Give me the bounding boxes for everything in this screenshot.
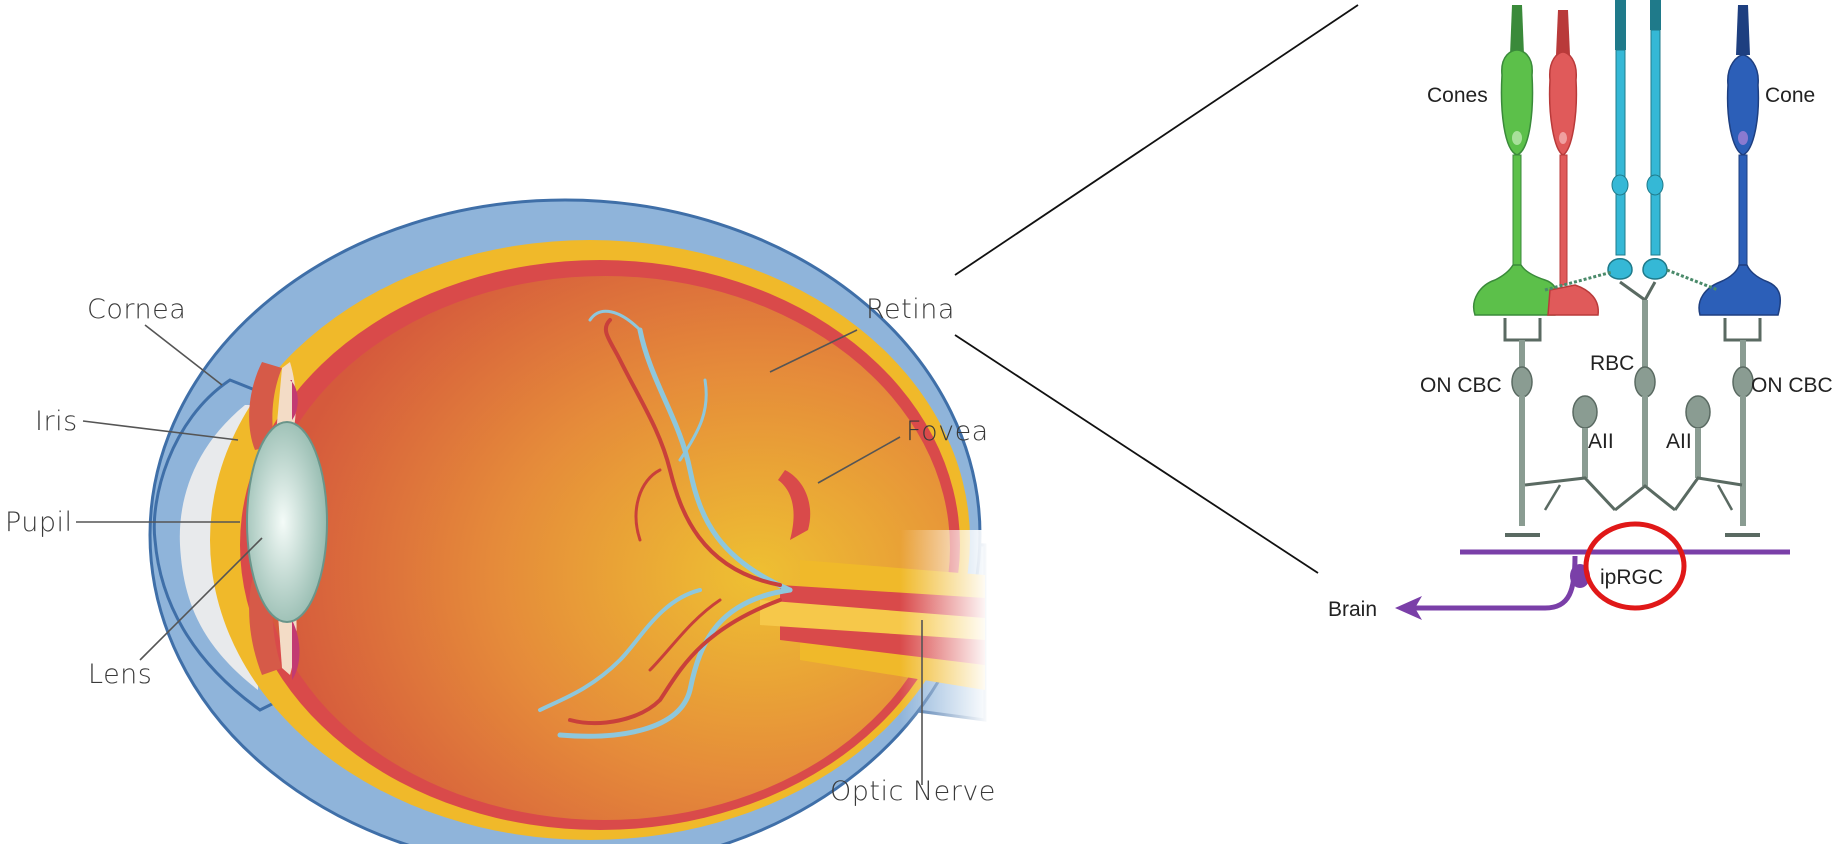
label-on-cbc-right: ON CBC [1751,374,1833,397]
label-cornea: Cornea [87,294,186,325]
label-on-cbc-left: ON CBC [1420,374,1502,397]
label-optic-nerve: Optic Nerve [830,776,996,807]
label-pupil: Pupil [5,507,73,538]
on-cbc-left-cell [1505,318,1540,535]
zoom-lines [955,5,1358,573]
eye-cross-section [150,200,990,844]
nerve-fade [900,530,990,730]
aii-right-cell [1675,396,1742,510]
rod-right [1643,0,1667,279]
label-rbc: RBC [1590,352,1634,375]
aii-left-cell [1525,396,1615,510]
on-cbc-right-cell [1725,318,1760,535]
label-aii-left: AII [1588,430,1614,453]
label-iprgc: ipRGC [1600,566,1663,589]
label-retina: Retina [866,294,955,325]
cone-red [1548,10,1598,315]
rbc-cell [1615,282,1675,510]
label-lens: Lens [88,659,152,690]
label-cones: Cones [1427,84,1488,107]
label-brain: Brain [1328,598,1377,621]
label-iris: Iris [35,406,78,437]
lens [247,422,327,622]
vitreous-body [260,276,950,820]
cone-blue [1699,5,1780,315]
cone-green [1474,5,1558,315]
rod-left [1608,0,1632,279]
label-fovea: Fovea [906,416,989,447]
label-cone: Cone [1765,84,1815,107]
label-aii-right: AII [1666,430,1692,453]
